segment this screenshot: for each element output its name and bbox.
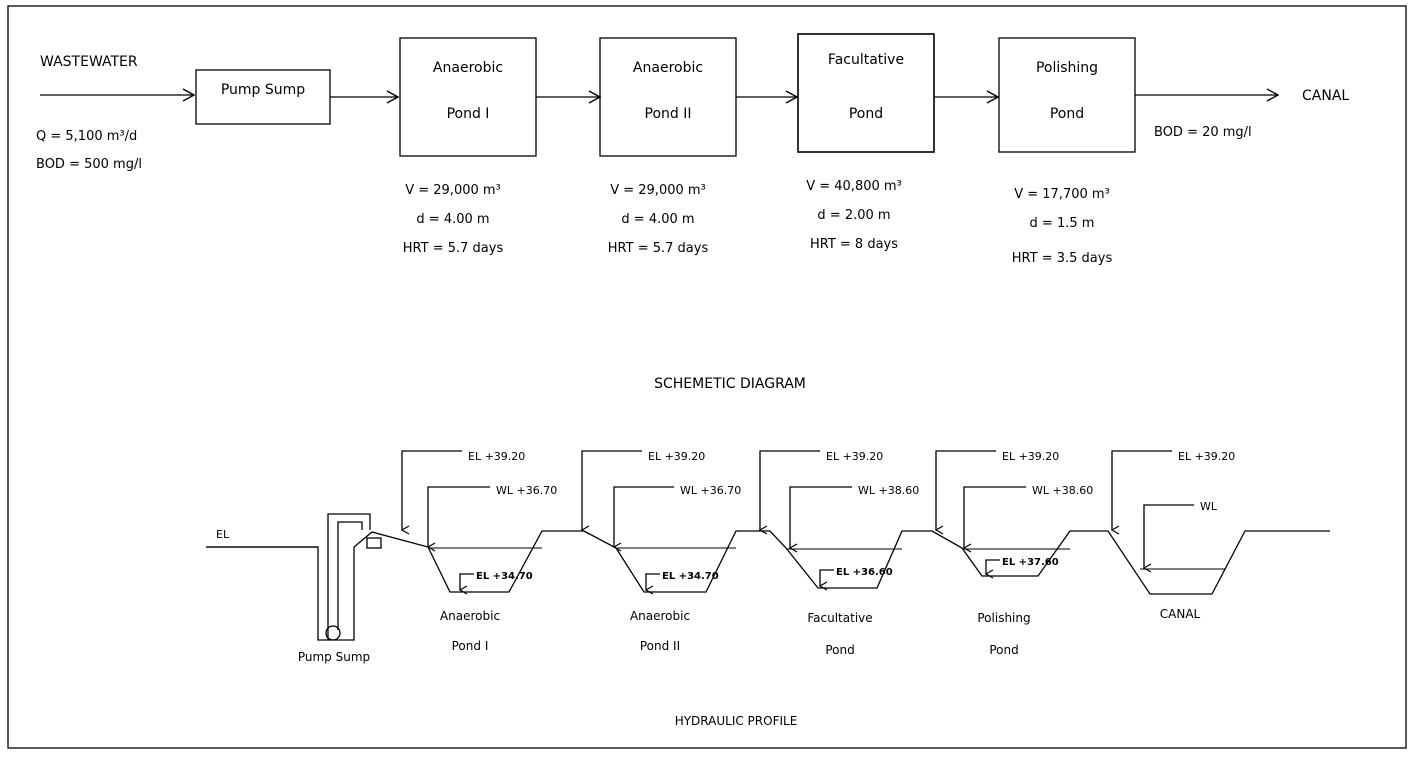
spec-volume: V = 40,800 m³ bbox=[806, 179, 902, 194]
output-label: CANAL bbox=[1302, 88, 1349, 104]
profile-pond-1-line1: Anaerobic bbox=[440, 609, 500, 623]
unit-anaerobic-pond-2: Anaerobic Pond II bbox=[599, 37, 737, 157]
profile-polishing-line2: Pond bbox=[989, 643, 1018, 657]
el-bottom-polishing: EL +37.60 bbox=[1002, 557, 1059, 568]
flow-rate: Q = 5,100 m³/d bbox=[36, 129, 137, 144]
spec-volume: V = 17,700 m³ bbox=[1014, 187, 1110, 202]
el-top-facultative: EL +39.20 bbox=[826, 450, 883, 463]
pump-riser-pipe-inner bbox=[337, 521, 363, 630]
profile-pond-1-line2: Pond I bbox=[452, 639, 489, 653]
leader-wl-canal bbox=[1144, 504, 1194, 568]
leader-el-top-pond-2 bbox=[582, 450, 642, 530]
wl-pond-2: WL +36.70 bbox=[680, 484, 741, 497]
wl-pond-1: WL +36.70 bbox=[496, 484, 557, 497]
spec-hrt: HRT = 8 days bbox=[810, 237, 898, 252]
el-bottom-pond-1: EL +34.70 bbox=[476, 571, 533, 582]
unit-box bbox=[195, 69, 331, 125]
el-top-canal: EL +39.20 bbox=[1178, 450, 1235, 463]
unit-box bbox=[998, 37, 1136, 153]
spec-facultative: V = 40,800 m³ d = 2.00 m HRT = 8 days bbox=[806, 179, 902, 252]
profile-pond-2-line1: Anaerobic bbox=[630, 609, 690, 623]
ground-profile-line bbox=[206, 530, 1330, 641]
hydraulic-profile: EL +39.20 EL +39.20 EL +39.20 EL +39.20 … bbox=[206, 450, 1330, 728]
outlet-box bbox=[366, 537, 382, 549]
leader-wl-polishing bbox=[964, 486, 1026, 548]
unit-label-line2: Pond bbox=[849, 106, 883, 122]
profile-title: HYDRAULIC PROFILE bbox=[675, 714, 798, 728]
page-frame bbox=[7, 5, 1407, 749]
unit-label-line2: Pond II bbox=[645, 106, 692, 122]
el-bottom-pond-2: EL +34.70 bbox=[662, 571, 719, 582]
wl-polishing: WL +38.60 bbox=[1032, 484, 1093, 497]
wl-facultative: WL +38.60 bbox=[858, 484, 919, 497]
profile-facultative-line2: Pond bbox=[825, 643, 854, 657]
leader-el-bottom-facultative bbox=[820, 569, 834, 586]
leader-wl-pond-2 bbox=[614, 486, 674, 547]
unit-label-line1: Anaerobic bbox=[433, 60, 503, 76]
leader-el-top-pond-1 bbox=[402, 450, 462, 530]
leader-el-top-canal bbox=[1112, 450, 1172, 530]
el-top-pond-1: EL +39.20 bbox=[468, 450, 525, 463]
unit-box bbox=[599, 37, 737, 157]
el-bottom-facultative: EL +36.60 bbox=[836, 567, 893, 578]
leader-el-top-polishing bbox=[936, 450, 996, 530]
spec-depth: d = 1.5 m bbox=[1030, 216, 1095, 231]
unit-box bbox=[399, 37, 537, 157]
schematic-diagram: WASTEWATER Q = 5,100 m³/d BOD = 500 mg/l… bbox=[36, 33, 1349, 392]
el-top-polishing: EL +39.20 bbox=[1002, 450, 1059, 463]
spec-hrt: HRT = 3.5 days bbox=[1012, 251, 1113, 266]
el-top-pond-2: EL +39.20 bbox=[648, 450, 705, 463]
leader-el-bottom-polishing bbox=[986, 559, 1000, 574]
unit-label-line2: Pond bbox=[1050, 106, 1084, 122]
leader-el-bottom-pond-1 bbox=[460, 573, 474, 590]
spec-depth: d = 2.00 m bbox=[817, 208, 890, 223]
spec-volume: V = 29,000 m³ bbox=[405, 183, 501, 198]
bod-inlet: BOD = 500 mg/l bbox=[36, 157, 142, 172]
spec-volume: V = 29,000 m³ bbox=[610, 183, 706, 198]
pump-riser-pipe bbox=[327, 513, 371, 640]
spec-depth: d = 4.00 m bbox=[416, 212, 489, 227]
leader-el-bottom-pond-2 bbox=[646, 573, 660, 590]
bod-outlet: BOD = 20 mg/l bbox=[1154, 125, 1252, 140]
unit-label-line1: Polishing bbox=[1036, 60, 1098, 76]
profile-polishing-line1: Polishing bbox=[977, 611, 1030, 625]
spec-pond-2: V = 29,000 m³ d = 4.00 m HRT = 5.7 days bbox=[608, 183, 709, 256]
unit-pump-sump: Pump Sump bbox=[195, 69, 331, 125]
unit-label-line1: Facultative bbox=[828, 52, 904, 68]
spec-pond-1: V = 29,000 m³ d = 4.00 m HRT = 5.7 days bbox=[403, 183, 504, 256]
spec-hrt: HRT = 5.7 days bbox=[403, 241, 504, 256]
leader-el-top-facultative bbox=[760, 450, 820, 530]
profile-facultative-line1: Facultative bbox=[807, 611, 872, 625]
pump-icon bbox=[325, 625, 341, 641]
unit-facultative-pond: Facultative Pond bbox=[797, 33, 935, 153]
profile-canal-label: CANAL bbox=[1160, 607, 1201, 621]
profile-pump-sump-label: Pump Sump bbox=[298, 650, 370, 664]
unit-anaerobic-pond-1: Anaerobic Pond I bbox=[399, 37, 537, 157]
unit-label: Pump Sump bbox=[221, 82, 305, 98]
schematic-title: SCHEMETIC DIAGRAM bbox=[654, 376, 806, 392]
spec-depth: d = 4.00 m bbox=[621, 212, 694, 227]
input-label: WASTEWATER bbox=[40, 54, 138, 70]
spec-hrt: HRT = 5.7 days bbox=[608, 241, 709, 256]
unit-box bbox=[797, 33, 935, 153]
unit-label-line2: Pond I bbox=[447, 106, 490, 122]
unit-polishing-pond: Polishing Pond bbox=[998, 37, 1136, 153]
spec-polishing: V = 17,700 m³ d = 1.5 m HRT = 3.5 days bbox=[1012, 187, 1113, 266]
leader-wl-pond-1 bbox=[428, 486, 490, 547]
profile-pond-2-line2: Pond II bbox=[640, 639, 680, 653]
leader-wl-facultative bbox=[790, 486, 852, 548]
wl-canal: WL bbox=[1200, 500, 1218, 513]
ground-el-label: EL bbox=[216, 528, 230, 541]
unit-label-line1: Anaerobic bbox=[633, 60, 703, 76]
